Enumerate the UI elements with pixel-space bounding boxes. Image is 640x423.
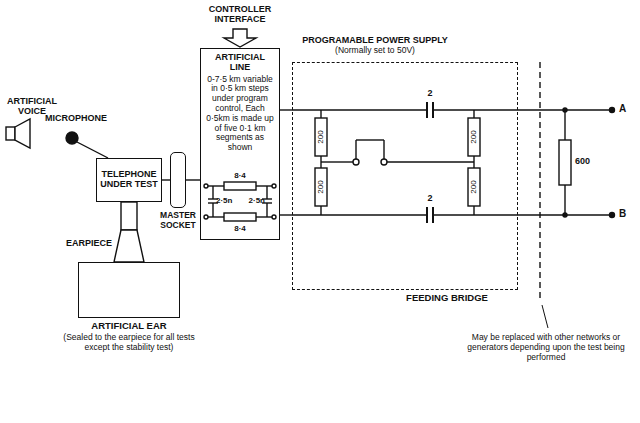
capacitance-value: 2 (422, 193, 438, 203)
outside-caption: ARTIFICIAL EAR(Sealed to the earpiece fo… (54, 321, 204, 353)
wire-connector (186, 179, 200, 180)
part-label: PROGRAMABLE POWER SUPPLY (290, 35, 460, 45)
node-heading: FEEDING BRIDGE (397, 293, 497, 304)
node-heading: ARTIFICIAL LINE (204, 52, 276, 73)
capacitance-value: 2 (422, 88, 438, 98)
outside-caption: FEEDING BRIDGE (397, 293, 497, 305)
bridge-box: FEEDING BRIDGE (292, 62, 518, 290)
node-heading: MASTER SOCKET (158, 211, 198, 231)
capacitance-value: 2·5n (216, 196, 240, 205)
outside-caption: MASTER SOCKET (158, 211, 198, 232)
terminal-name: A (619, 103, 635, 115)
resistance-value: 8·4 (225, 224, 255, 233)
resistance-value: 200 (316, 180, 325, 193)
part-label: EARPIECE (56, 238, 112, 248)
terminal-name: B (619, 208, 635, 220)
node-body: (Sealed to the earpiece for all tests ex… (54, 333, 204, 353)
note-text: (Normally set to 50V) (290, 46, 460, 56)
node-heading: ARTIFICIAL EAR (54, 321, 204, 332)
speaker-symbol (6, 119, 30, 148)
line-box: ARTIFICIAL LINE0-7·5 km variable in 0·5 … (200, 48, 280, 240)
node-heading: TELEPHONE UNDER TEST (100, 169, 158, 190)
bridge-wiring (292, 102, 615, 223)
socket-box: MASTER SOCKET (170, 152, 186, 208)
microphone-symbol (66, 132, 108, 158)
phone-box: TELEPHONE UNDER TEST (96, 158, 162, 202)
node-body: 0-7·5 km variable in 0·5 km steps under … (204, 75, 276, 153)
note-text: May be replaced with other networks or g… (458, 333, 634, 362)
interface-label: CONTROLLER INTERFACE (195, 4, 285, 25)
resistance-value: 200 (469, 180, 478, 193)
network-boundary (539, 62, 540, 300)
leader-line (542, 305, 548, 328)
resistance-value: 200 (316, 130, 325, 143)
earpiece-symbol (114, 202, 144, 262)
part-label: MICROPHONE (44, 113, 108, 123)
resistance-value: 600 (575, 156, 601, 166)
ear-box: ARTIFICIAL EAR(Sealed to the earpiece fo… (78, 262, 180, 318)
resistance-value: 200 (469, 130, 478, 143)
capacitance-value: 2·5n (241, 196, 265, 205)
wire-connector (162, 179, 170, 180)
line-wire (280, 214, 292, 215)
wire-connector (280, 109, 292, 110)
line-segment-schematic (204, 182, 276, 221)
resistance-value: 8·4 (225, 171, 255, 180)
interface-arrow (224, 29, 256, 47)
